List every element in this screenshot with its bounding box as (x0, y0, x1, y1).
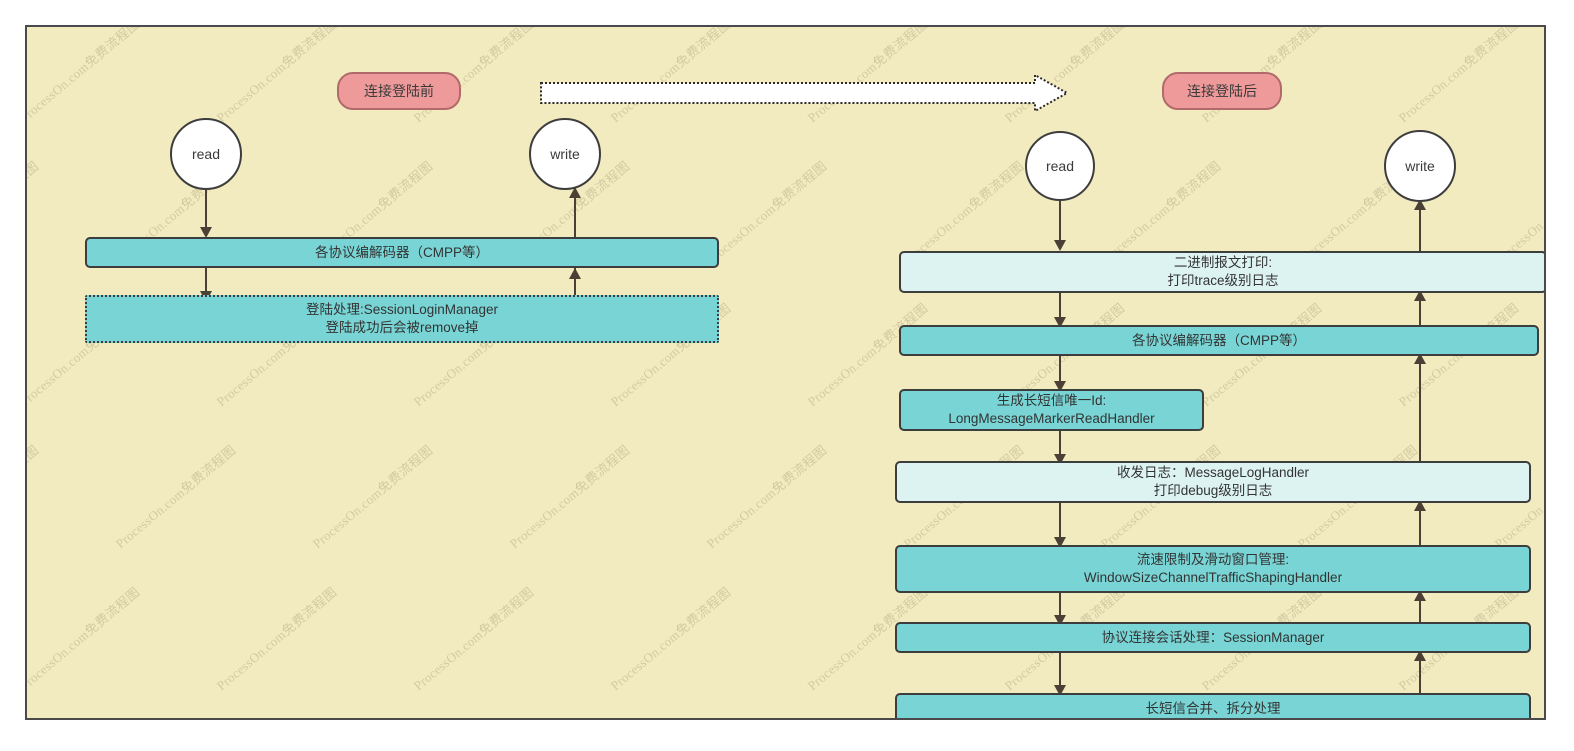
right-handler-1[interactable]: 各协议编解码器（CMPP等） (899, 325, 1539, 356)
watermark-text: ProcessOn.com免费流程图 (506, 442, 633, 552)
watermark-text: ProcessOn.com免费流程图 (703, 158, 830, 268)
right-handler-4-line1: 流速限制及滑动窗口管理: (1136, 552, 1290, 568)
badge-before-login: 连接登陆前 (337, 72, 461, 110)
right-handler-4[interactable]: 流速限制及滑动窗口管理: WindowSizeChannelTrafficSha… (895, 545, 1531, 593)
arrowhead-left-login-to-codec (569, 268, 581, 279)
left-handler-0-label: 各协议编解码器（CMPP等） (314, 244, 489, 260)
edge-right-h0-to-h1 (1059, 293, 1061, 325)
arrowhead-right-h4-to-h3 (1414, 500, 1426, 511)
right-handler-6[interactable]: 长短信合并、拆分处理 (895, 693, 1531, 718)
arrowhead-right-read-to-h0 (1054, 240, 1066, 251)
right-handler-2-line2: LongMessageMarkerReadHandler (948, 411, 1155, 426)
watermark-text: ProcessOn.com免费流程图 (27, 442, 42, 552)
right-write-label: write (1405, 157, 1435, 174)
right-handler-5[interactable]: 协议连接会话处理：SessionManager (895, 622, 1531, 653)
edge-right-h4-to-h3 (1419, 503, 1421, 545)
arrowhead-right-h6-to-h5 (1414, 650, 1426, 661)
arrowhead-left-read-to-codec (200, 227, 212, 238)
watermark-text: ProcessOn.com免费流程图 (27, 158, 42, 268)
edge-right-h2-to-h3 (1059, 431, 1061, 461)
edge-left-read-to-codec (205, 190, 207, 233)
arrowhead-right-h0-to-write (1414, 199, 1426, 210)
left-write-label: write (550, 145, 580, 162)
edge-left-codec-to-write (574, 190, 576, 237)
edge-right-h3-to-h1 (1419, 356, 1421, 461)
edge-right-h5-to-h6 (1059, 653, 1061, 693)
watermark-text: ProcessOn.com免费流程图 (607, 584, 734, 694)
watermark-text: ProcessOn.com免费流程图 (1395, 27, 1522, 126)
watermark-text: ProcessOn.com免费流程图 (112, 442, 239, 552)
arrowhead-right-h0-to-h1 (1054, 317, 1066, 328)
arrowhead-left-codec-to-write (569, 187, 581, 198)
right-handler-6-label: 长短信合并、拆分处理 (1145, 700, 1281, 716)
arrowhead-right-h1-to-h2 (1054, 381, 1066, 392)
right-handler-4-line2: WindowSizeChannelTrafficShapingHandler (1083, 570, 1343, 585)
edge-right-read-to-h0 (1059, 201, 1061, 247)
edge-right-h6-to-h5 (1419, 653, 1421, 693)
arrowhead-right-h2-to-h3 (1054, 454, 1066, 465)
badge-after-login-label: 连接登陆后 (1187, 82, 1257, 99)
edge-right-h3-to-h4 (1059, 503, 1061, 545)
left-handler-1[interactable]: 登陆处理:SessionLoginManager 登陆成功后会被remove掉 (85, 295, 719, 343)
watermark-text: ProcessOn.com免费流程图 (703, 442, 830, 552)
right-handler-2-line1: 生成长短信唯一Id: (996, 393, 1107, 409)
watermark-layer: ProcessOn.com免费流程图 ProcessOn.com免费流程图 Proc… (27, 27, 1544, 718)
diagram-canvas: ProcessOn.com免费流程图 ProcessOn.com免费流程图 Proc… (25, 25, 1546, 720)
right-write-node[interactable]: write (1384, 130, 1456, 202)
watermark-text: ProcessOn.com免费流程图 (213, 27, 340, 126)
watermark-text: ProcessOn.com免费流程图 (27, 584, 143, 694)
edge-right-h0-to-write (1419, 202, 1421, 251)
right-handler-5-label: 协议连接会话处理：SessionManager (1101, 629, 1325, 645)
right-read-label: read (1045, 157, 1075, 174)
left-handler-1-line1: 登陆处理:SessionLoginManager (305, 302, 499, 318)
login-transition-arrow (540, 74, 1068, 112)
watermark-text: ProcessOn.com免费流程图 (27, 27, 143, 126)
watermark-text: ProcessOn.com免费流程图 (309, 442, 436, 552)
arrowhead-right-h5-to-h6 (1054, 685, 1066, 696)
badge-before-login-label: 连接登陆前 (364, 82, 434, 99)
right-handler-2[interactable]: 生成长短信唯一Id: LongMessageMarkerReadHandler (899, 389, 1204, 431)
arrowhead-right-h3-to-h4 (1054, 537, 1066, 548)
arrowhead-right-h3-to-h1 (1414, 353, 1426, 364)
badge-after-login: 连接登陆后 (1162, 72, 1282, 110)
edge-right-h4-to-h5 (1059, 593, 1061, 622)
arrowhead-right-h5-to-h4 (1414, 590, 1426, 601)
left-handler-0[interactable]: 各协议编解码器（CMPP等） (85, 237, 719, 268)
left-read-node[interactable]: read (170, 118, 242, 190)
left-handler-1-line2: 登陆成功后会被remove掉 (325, 320, 479, 335)
right-handler-0-line2: 打印trace级别日志 (1167, 273, 1279, 288)
right-handler-1-label: 各协议编解码器（CMPP等） (1131, 332, 1306, 348)
watermark-text: ProcessOn.com免费流程图 (410, 584, 537, 694)
left-read-label: read (191, 145, 221, 162)
left-write-node[interactable]: write (529, 118, 601, 190)
watermark-text: ProcessOn.com免费流程图 (213, 584, 340, 694)
right-handler-3-line2: 打印debug级别日志 (1153, 483, 1273, 498)
edge-left-codec-to-login (205, 268, 207, 299)
edge-left-login-to-codec (574, 268, 576, 299)
right-read-node[interactable]: read (1025, 131, 1095, 201)
arrowhead-right-h4-to-h5 (1054, 615, 1066, 626)
edge-right-h1-to-h2 (1059, 356, 1061, 389)
arrowhead-right-h1-to-h0 (1414, 290, 1426, 301)
edge-right-h5-to-h4 (1419, 593, 1421, 622)
right-handler-0-line1: 二进制报文打印: (1173, 255, 1273, 271)
right-handler-3-line1: 收发日志：MessageLogHandler (1116, 465, 1310, 481)
right-handler-0[interactable]: 二进制报文打印: 打印trace级别日志 (899, 251, 1544, 293)
right-handler-3[interactable]: 收发日志：MessageLogHandler 打印debug级别日志 (895, 461, 1531, 503)
edge-right-h1-to-h0 (1419, 293, 1421, 325)
